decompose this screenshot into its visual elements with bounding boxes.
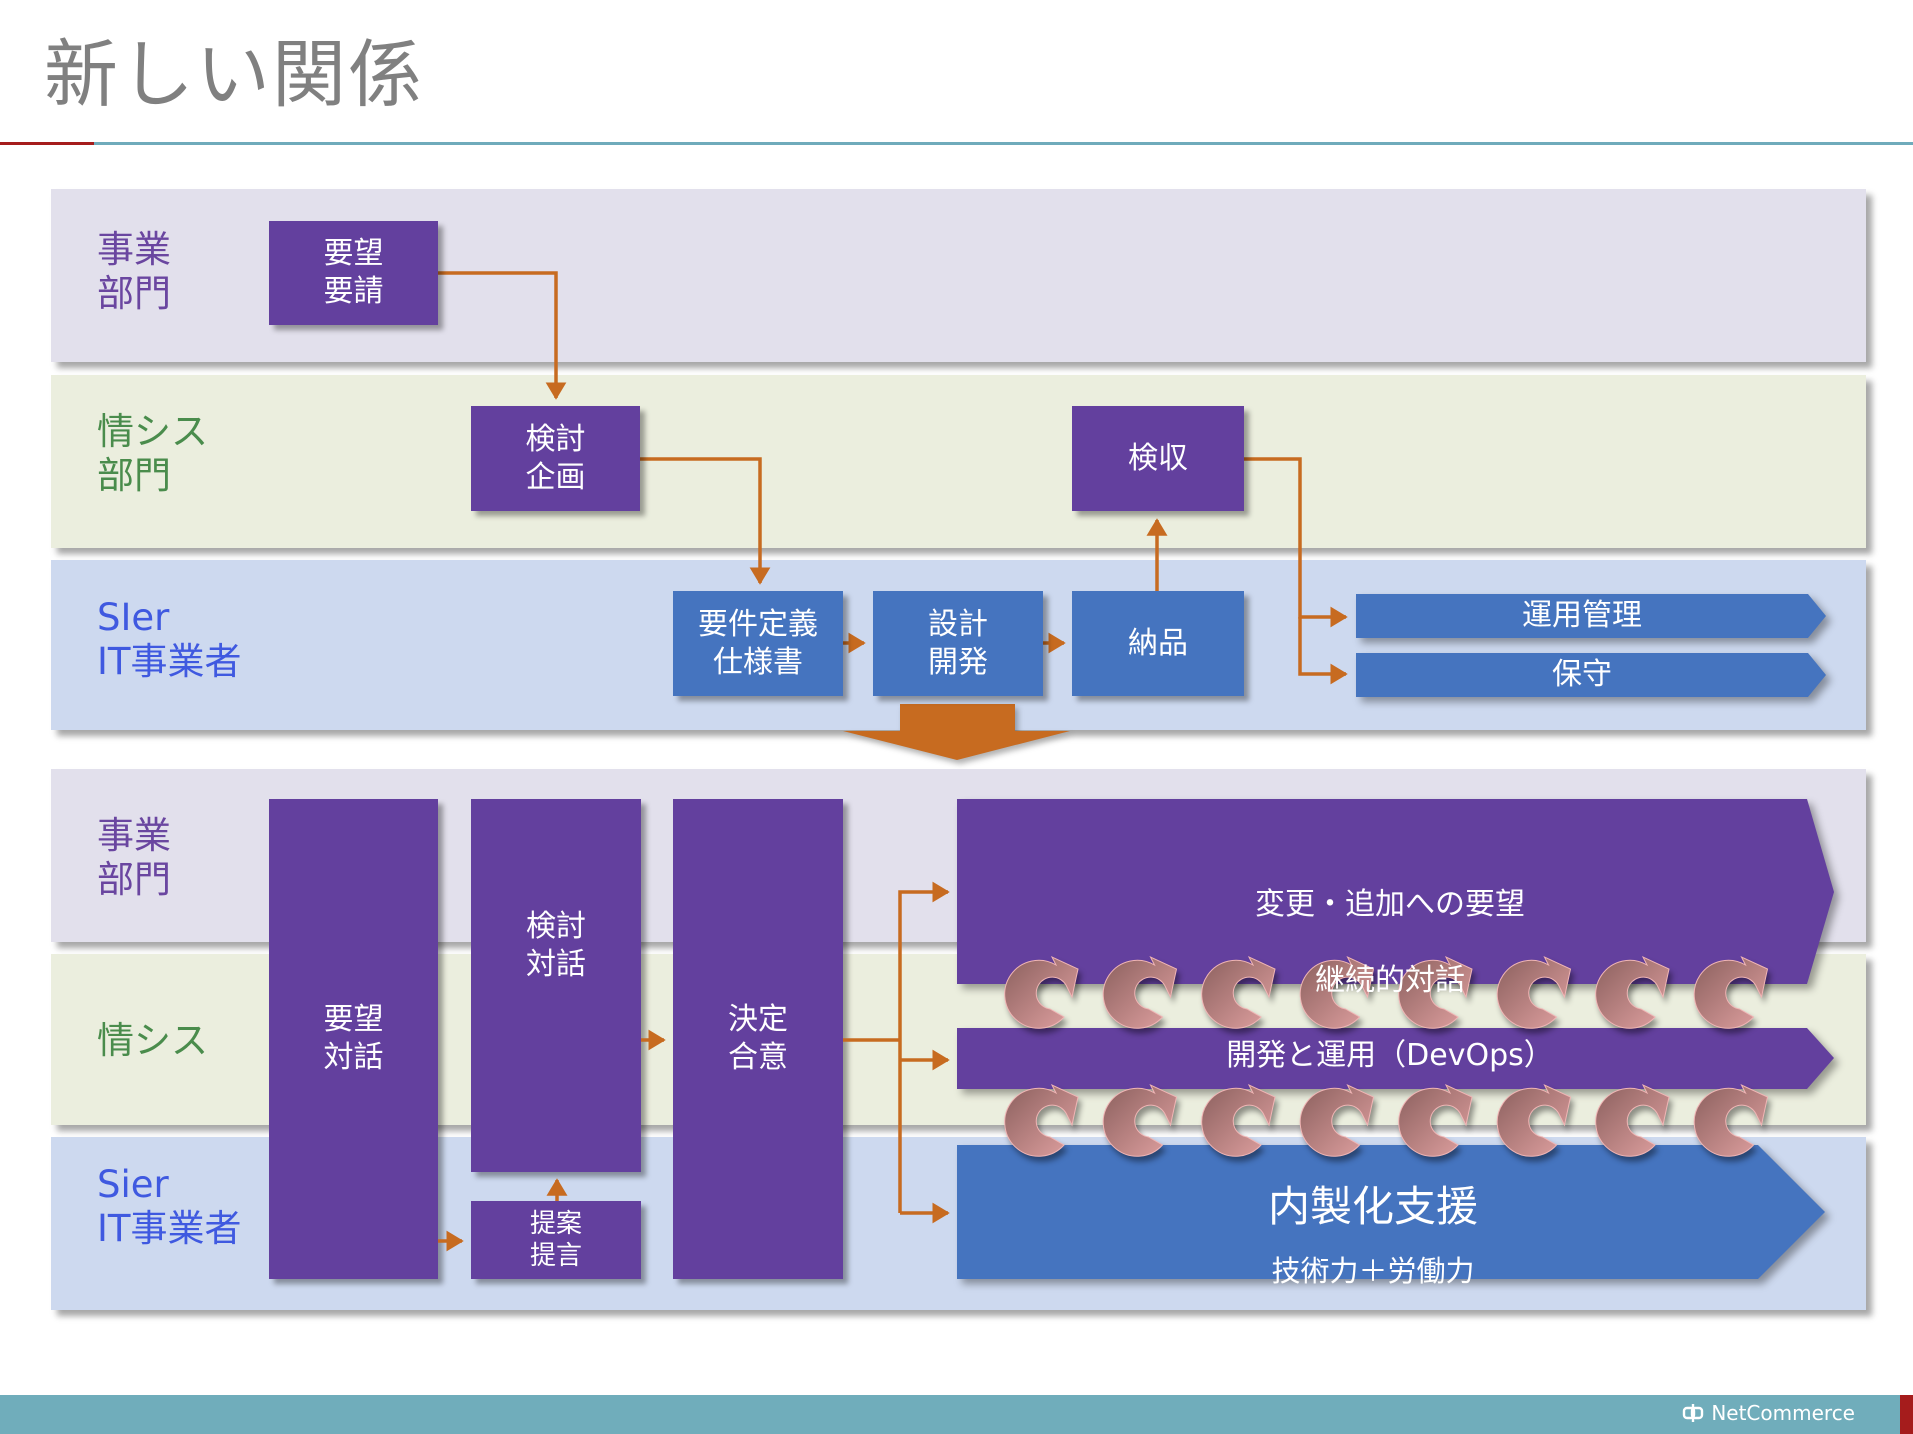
netcommerce-logo-icon — [1683, 1404, 1704, 1422]
cycle-arrow-icon — [1004, 955, 1079, 1029]
chevron-continuous-dialog — [957, 799, 1834, 984]
cycle-arrow-icon — [1398, 1083, 1473, 1157]
lane-label-is-after: 情シス — [97, 1019, 208, 1062]
cycle-arrow-icon — [1693, 1083, 1769, 1157]
cycle-arrow-icon — [1299, 1083, 1375, 1157]
chevron-insourcing-label: 内製化支援 技術力＋労働力 — [957, 1162, 1789, 1309]
lane-label-business-after: 事業 部門 — [97, 814, 171, 901]
footer-band — [0, 1395, 1900, 1434]
box-proposal: 提案 提言 — [471, 1201, 641, 1279]
connector-to-continuous — [898, 881, 950, 1213]
chevron-continuous-label: 変更・追加への要望 継続的対話 — [957, 848, 1823, 1038]
cycle-arrow-icon — [1496, 1083, 1572, 1157]
cycle-arrow-icon — [1398, 955, 1473, 1029]
box-request: 要望 要請 — [269, 221, 438, 325]
cycle-arrows — [1004, 955, 1769, 1157]
connector-acceptance-to-operations — [1244, 457, 1348, 628]
chevron-operations — [1356, 594, 1826, 638]
continuous-line2: 継続的対話 — [1315, 963, 1465, 998]
page-title: 新しい関係 — [44, 32, 424, 118]
cycle-arrow-icon — [1102, 955, 1178, 1029]
box-review-dialog-label: 検討 対話 — [526, 908, 586, 982]
title-rule-accent — [0, 142, 94, 145]
box-decision: 決定 合意 — [673, 799, 843, 1279]
chevron-devops — [957, 1028, 1834, 1089]
cycle-arrow-icon — [1201, 1083, 1276, 1157]
chevron-insourcing — [957, 1145, 1825, 1279]
box-acceptance: 検収 — [1072, 406, 1244, 511]
box-request-dialog: 要望 対話 — [269, 799, 438, 1279]
lane-label-sier-after: Sier IT事業者 — [97, 1163, 242, 1250]
insourcing-line2: 技術力＋労働力 — [1271, 1254, 1475, 1288]
chevron-maintenance — [1356, 653, 1826, 697]
continuous-line1: 変更・追加への要望 — [1255, 887, 1525, 922]
cycle-arrow-icon — [1299, 955, 1375, 1029]
brand-logo: NetCommerce — [1681, 1401, 1855, 1425]
insourcing-line1: 内製化支援 — [1267, 1182, 1478, 1231]
box-planning: 検討 企画 — [471, 406, 640, 511]
cycle-arrow-icon — [1102, 1083, 1178, 1157]
lane-label-is: 情シス 部門 — [97, 410, 208, 497]
box-requirements: 要件定義 仕様書 — [673, 591, 843, 696]
lane-is-before — [51, 375, 1866, 548]
connector-acceptance-to-maintenance — [1298, 617, 1348, 685]
box-design-dev: 設計 開発 — [873, 591, 1043, 696]
cycle-arrow-icon — [1496, 955, 1572, 1029]
transition-down-arrow-icon — [843, 704, 1070, 760]
lane-label-sier: SIer IT事業者 — [97, 596, 242, 683]
connector-request-to-planning — [438, 271, 567, 400]
connector-planning-to-requirements — [640, 457, 771, 585]
cycle-arrow-icon — [1201, 955, 1276, 1029]
chevron-operations-label: 運用管理 — [1522, 598, 1642, 633]
lane-label-business: 事業 部門 — [97, 228, 171, 315]
footer-accent — [1900, 1395, 1913, 1434]
brand-name: NetCommerce — [1711, 1401, 1855, 1425]
title-rule — [94, 142, 1913, 145]
cycle-arrow-icon — [1693, 955, 1769, 1029]
cycle-arrow-icon — [1595, 955, 1670, 1029]
chevron-devops-label: 開発と運用（DevOps） — [1226, 1038, 1554, 1073]
box-review-dialog: 検討 対話 — [471, 799, 641, 1172]
box-delivery: 納品 — [1072, 591, 1244, 696]
cycle-arrow-icon — [1004, 1083, 1079, 1157]
chevron-maintenance-label: 保守 — [1552, 657, 1612, 692]
cycle-arrow-icon — [1595, 1083, 1670, 1157]
